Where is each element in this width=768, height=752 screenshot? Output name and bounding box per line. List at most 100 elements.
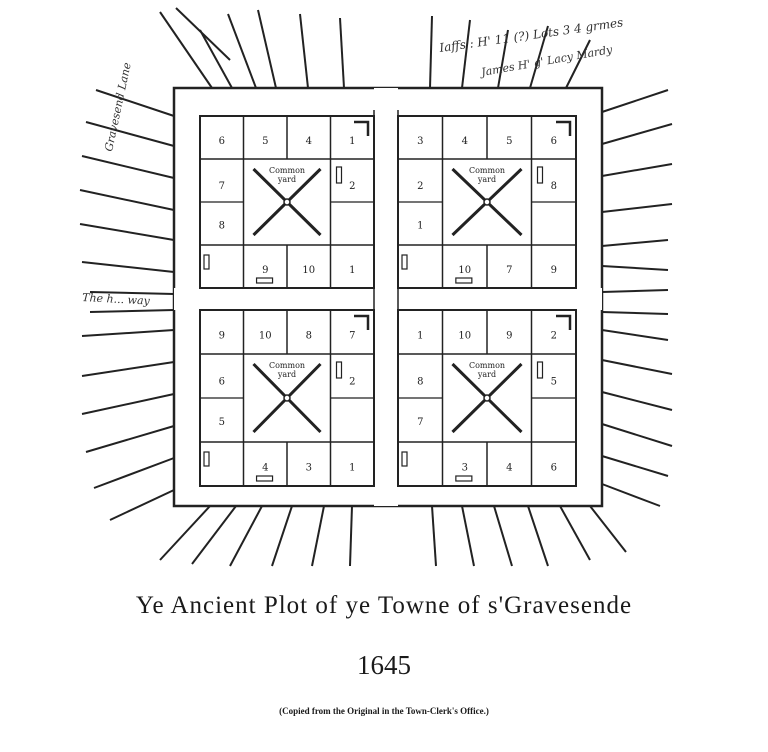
- annotation-west-road: The h... way: [82, 291, 151, 308]
- yard-well: [283, 394, 291, 402]
- field-line: [601, 423, 673, 447]
- field-line: [601, 391, 673, 411]
- field-line: [461, 19, 471, 89]
- building-mark: [255, 475, 274, 482]
- lot-number: 6: [219, 136, 225, 147]
- lot-number: 5: [506, 136, 512, 147]
- lot-number: 10: [458, 265, 471, 276]
- lot-number: 1: [417, 220, 423, 231]
- field-line: [159, 11, 213, 89]
- field-line: [529, 25, 549, 89]
- lot-number: 3: [306, 463, 312, 474]
- field-line: [601, 265, 669, 271]
- field-line: [81, 155, 175, 179]
- field-line: [81, 261, 175, 273]
- field-line: [559, 505, 591, 561]
- building-mark: [536, 166, 544, 184]
- lot-number: 9: [551, 265, 557, 276]
- lot-number: 6: [219, 376, 225, 387]
- lot-number: 4: [506, 463, 512, 474]
- field-line: [431, 505, 437, 567]
- field-line: [311, 505, 325, 567]
- building-mark: [255, 277, 274, 284]
- field-line: [229, 505, 263, 567]
- lot-number: 10: [302, 265, 315, 276]
- lot-number: 6: [551, 463, 557, 474]
- lot-number: 7: [219, 181, 225, 192]
- field-line: [93, 457, 175, 489]
- lot-number: 4: [262, 463, 268, 474]
- map-title: Ye Ancient Plot of ye Towne of s'Gravese…: [135, 592, 633, 619]
- annotation-top-right-2: James H' g' Lacy Mardy: [478, 43, 614, 79]
- field-line: [199, 29, 233, 89]
- field-line: [565, 39, 591, 89]
- lot-number: 2: [349, 376, 355, 387]
- building-mark: [536, 361, 544, 379]
- field-line: [601, 455, 669, 477]
- yard-label: yard: [477, 175, 496, 184]
- map-credit: (Copied from the Original in the Town-Cl…: [279, 706, 489, 716]
- lot-number: 1: [349, 136, 355, 147]
- field-line: [493, 505, 513, 567]
- lot-number: 1: [349, 463, 355, 474]
- field-line: [601, 329, 669, 341]
- lot-number: 2: [349, 181, 355, 192]
- lot-number: 10: [458, 331, 471, 342]
- yard-well: [483, 394, 491, 402]
- lot-number: 9: [506, 331, 512, 342]
- building-mark: [203, 254, 210, 270]
- lot-number: 8: [306, 331, 312, 342]
- building-mark: [335, 166, 343, 184]
- road-edge-east: [601, 289, 669, 293]
- field-line: [601, 163, 673, 177]
- corner-house-mark: [354, 314, 370, 330]
- lot-number: 2: [551, 331, 557, 342]
- field-line: [461, 505, 475, 567]
- field-line: [429, 15, 433, 89]
- corner-house-mark: [354, 120, 370, 136]
- lot-number: 7: [349, 331, 355, 342]
- field-line: [271, 505, 293, 567]
- field-line: [601, 89, 669, 113]
- lot-number: 5: [551, 376, 557, 387]
- field-line: [85, 121, 175, 147]
- field-line: [81, 361, 175, 377]
- field-line: [349, 505, 353, 567]
- field-line: [175, 7, 231, 61]
- field-line: [497, 29, 509, 89]
- annotation-left-road: Gravesend Lane: [102, 61, 134, 153]
- field-line: [227, 13, 257, 89]
- yard-label: Common: [269, 166, 305, 175]
- field-line: [601, 203, 673, 213]
- field-line: [527, 505, 549, 567]
- field-line: [299, 13, 309, 89]
- lot-number: 4: [306, 136, 312, 147]
- field-line: [85, 425, 175, 453]
- lot-number: 10: [259, 331, 272, 342]
- east-west-street: [174, 288, 602, 310]
- field-line: [601, 123, 673, 145]
- field-line: [159, 505, 211, 561]
- lot-number: 3: [417, 136, 423, 147]
- field-line: [81, 393, 175, 415]
- lot-number: 8: [219, 220, 225, 231]
- corner-house-mark: [556, 120, 572, 136]
- lot-number: 1: [349, 265, 355, 276]
- field-line: [79, 223, 175, 241]
- lot-number: 6: [551, 136, 557, 147]
- field-line: [601, 483, 661, 507]
- field-line: [601, 239, 669, 247]
- lot-number: 7: [506, 265, 512, 276]
- field-line: [81, 329, 175, 337]
- yard-label: yard: [477, 370, 496, 379]
- road-edge-west: [89, 291, 175, 295]
- lot-number: 9: [219, 331, 225, 342]
- building-mark: [455, 277, 473, 284]
- building-mark: [203, 451, 210, 467]
- lot-number: 5: [262, 136, 268, 147]
- yard-label: Common: [269, 361, 305, 370]
